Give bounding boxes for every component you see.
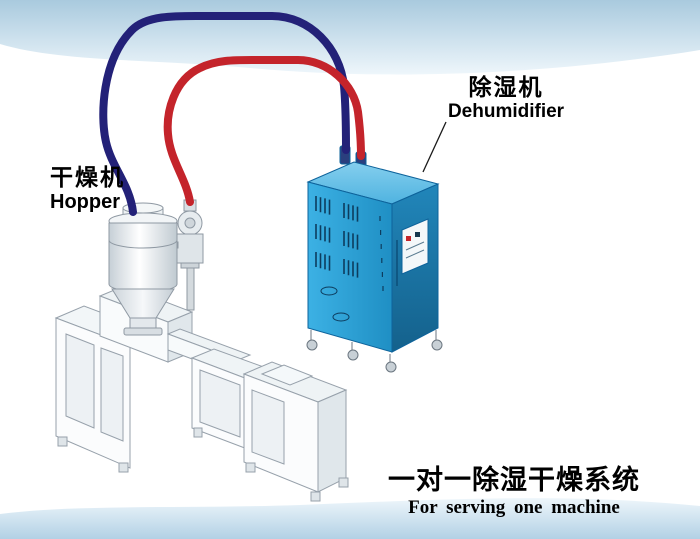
dehumidifier-front-face [307,181,393,353]
control-panel-red-button [406,236,411,241]
system-caption-cn: 一对一除湿干燥系统 [388,465,640,495]
extruder-foot [245,462,256,473]
extruder-foot [118,462,129,473]
hopper-body [108,222,178,293]
blower-body [176,233,204,264]
extruder-endblock-side [317,389,347,493]
hopper-label-en: Hopper [50,191,120,213]
dehumidifier-illustration [306,145,443,373]
dehumidifier-label-en: Dehumidifier [447,101,565,122]
extruder-foot [193,427,203,438]
hopper-body-seam [108,239,178,249]
front-screw-marks [379,216,384,291]
vent-slots [315,196,359,278]
bottom-sky-band [0,498,700,539]
extruder-foot [338,477,349,488]
extruder-endblock-hatch [260,364,314,386]
hopper-label-cn: 干燥机 [50,164,125,190]
extruder-foot [310,491,321,502]
dehumidifier-label: 除湿机 Dehumidifier [440,74,572,124]
hopper-illustration [108,199,204,336]
front-oval-vent-upper [320,286,338,296]
hopper-label: 干燥机 Hopper [50,164,125,214]
extruder-midblock-door [199,369,241,438]
blower-down-tube [186,265,195,311]
hopper-neck [129,317,157,329]
control-panel-dark-button [415,232,420,237]
blower-base [180,262,200,269]
dehumidifier-label-cn: 除湿机 [468,74,544,100]
extruder-foot [57,436,68,447]
system-caption: 一对一除湿干燥系统 For serving one machine [380,464,648,520]
extruder-cabinet-door-right [100,347,124,442]
top-sky-band [0,0,700,75]
dehumidifier-leader-line [422,121,447,173]
front-oval-vent-lower [332,312,350,322]
caster-wheels [306,330,443,373]
extruder-endblock-door [251,389,285,465]
dry-air-pipe-red [163,56,365,206]
extruder-illustration [54,285,349,502]
blower-fan-hub [184,217,196,229]
system-caption-en: For serving one machine [408,497,620,518]
hopper-mount-flange [123,327,163,336]
extruder-cabinet-door-left [65,333,95,429]
control-panel-lines [405,241,425,259]
